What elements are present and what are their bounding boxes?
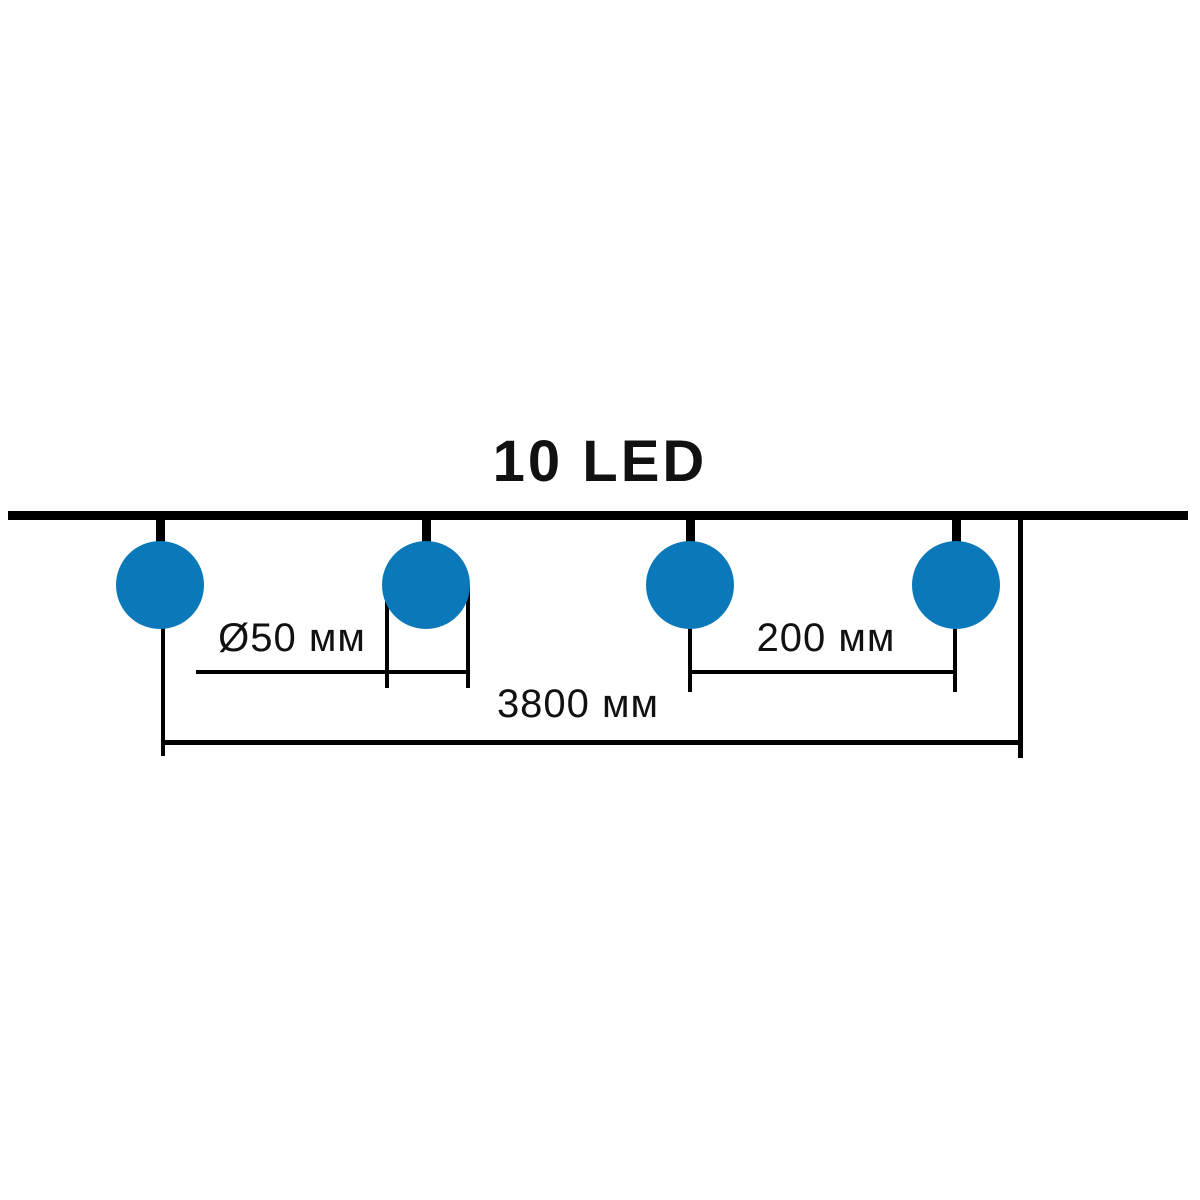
led-bulb	[116, 541, 204, 629]
bulb-hanger-4	[952, 515, 961, 545]
spacing-extension-line-left	[688, 610, 692, 692]
spacing-extension-line-right	[953, 610, 957, 692]
bulb-hanger-3	[686, 515, 695, 545]
bulb-spacing-label: 200 мм	[756, 616, 896, 660]
led-bulb	[646, 541, 734, 629]
diagram-title: 10 LED	[492, 429, 708, 494]
diameter-tick-right	[466, 585, 470, 688]
diameter-tick-left	[385, 600, 389, 688]
bulb-hanger-2	[422, 515, 431, 545]
led-bulb	[912, 541, 1000, 629]
bulb-diameter-label: Ø50 мм	[218, 616, 366, 660]
total-length-extension-line-right	[1018, 513, 1023, 758]
diameter-dimension-line	[196, 670, 470, 674]
total-length-dimension-line	[161, 740, 1023, 745]
bulb-hanger-1	[156, 515, 165, 545]
total-length-extension-line-left	[161, 610, 165, 756]
led-bulb	[382, 541, 470, 629]
string-wire	[8, 511, 1188, 520]
spacing-dimension-line	[690, 670, 957, 674]
total-length-label: 3800 мм	[496, 682, 660, 726]
